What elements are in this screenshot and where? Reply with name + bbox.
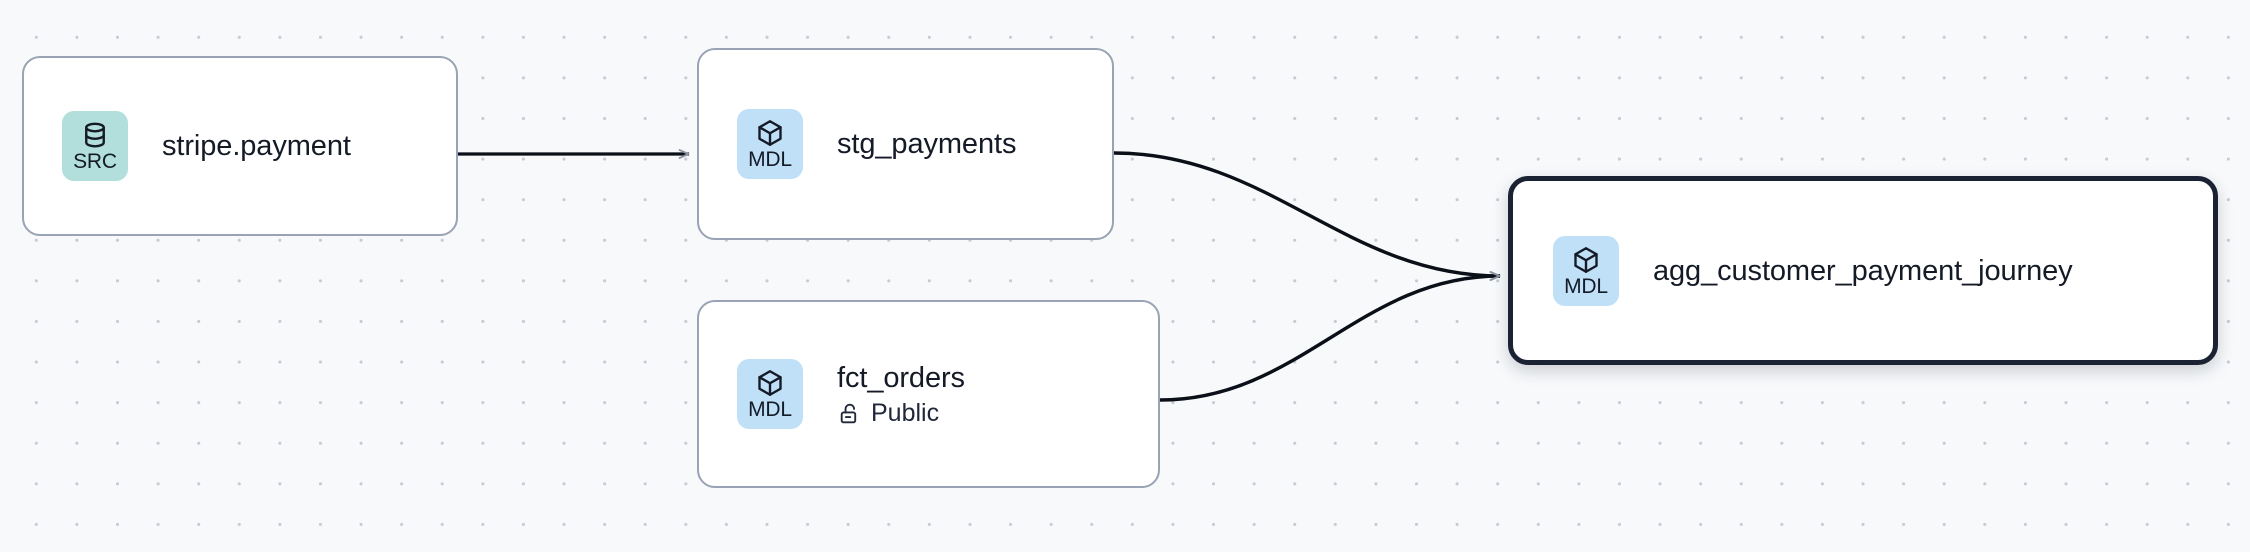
node-title: stripe.payment <box>162 130 351 162</box>
lineage-node-stripe-payment[interactable]: SRC stripe.payment <box>22 56 458 236</box>
node-body: stg_payments <box>837 128 1016 160</box>
node-badge-label: MDL <box>1564 274 1608 298</box>
node-title: stg_payments <box>837 128 1017 160</box>
unlock-icon <box>837 401 862 426</box>
node-title: agg_customer_payment_journey <box>1653 254 2073 287</box>
edge-fct-to-agg <box>1159 271 1501 402</box>
cube-icon <box>755 368 785 398</box>
node-badge-label: MDL <box>748 398 792 421</box>
node-badge-mdl: MDL <box>737 109 803 179</box>
node-title: fct_orders <box>837 361 965 394</box>
node-body: agg_customer_payment_journey <box>1653 255 2073 287</box>
node-visibility-label: Public <box>871 398 940 427</box>
lineage-node-agg-customer-payment-journey[interactable]: MDL agg_customer_payment_journey <box>1508 176 2218 365</box>
lineage-node-stg-payments[interactable]: MDL stg_payments <box>697 48 1114 240</box>
cube-icon <box>755 118 785 148</box>
node-badge-mdl: MDL <box>737 359 803 429</box>
edge-stg-to-agg <box>1113 151 1501 281</box>
node-badge-label: MDL <box>748 148 792 171</box>
node-body: stripe.payment <box>162 130 351 162</box>
node-badge-mdl: MDL <box>1553 235 1619 306</box>
node-badge-src: SRC <box>62 111 128 181</box>
cube-icon <box>1571 245 1601 275</box>
node-body: fct_orders Public <box>837 362 965 427</box>
node-visibility: Public <box>837 398 965 427</box>
database-icon <box>80 120 110 150</box>
lineage-node-fct-orders[interactable]: MDL fct_orders Public <box>697 300 1160 488</box>
node-badge-label: SRC <box>73 150 117 173</box>
